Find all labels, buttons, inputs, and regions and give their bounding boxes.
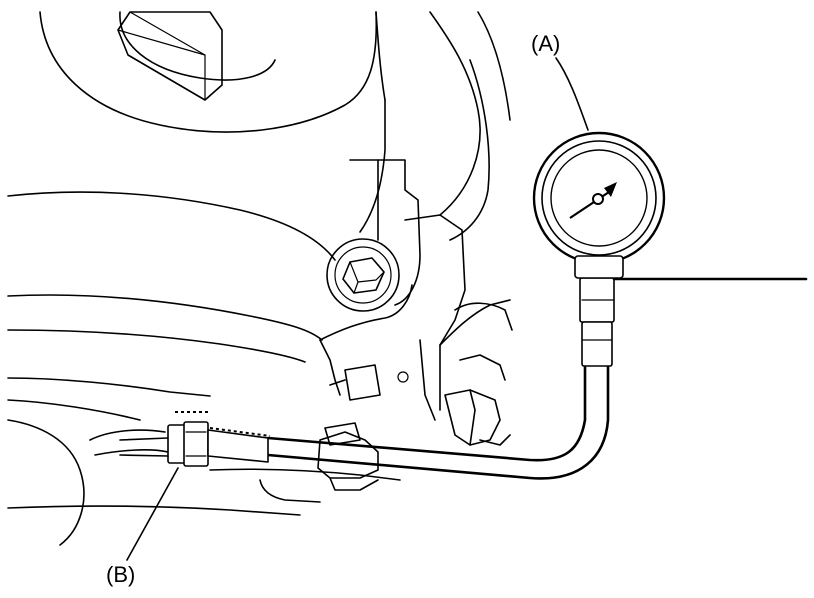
- leader-line-a: [555, 57, 589, 131]
- leader-line-b: [126, 467, 179, 561]
- callout-label-a: (A): [531, 31, 561, 56]
- pressure-gauge-icon: [532, 131, 666, 279]
- gauge-hose-icon: [266, 277, 808, 480]
- engine-block-drawing: [7, 11, 513, 546]
- callout-label-b: (B): [106, 562, 136, 587]
- hose-fitting-icon: [119, 411, 271, 467]
